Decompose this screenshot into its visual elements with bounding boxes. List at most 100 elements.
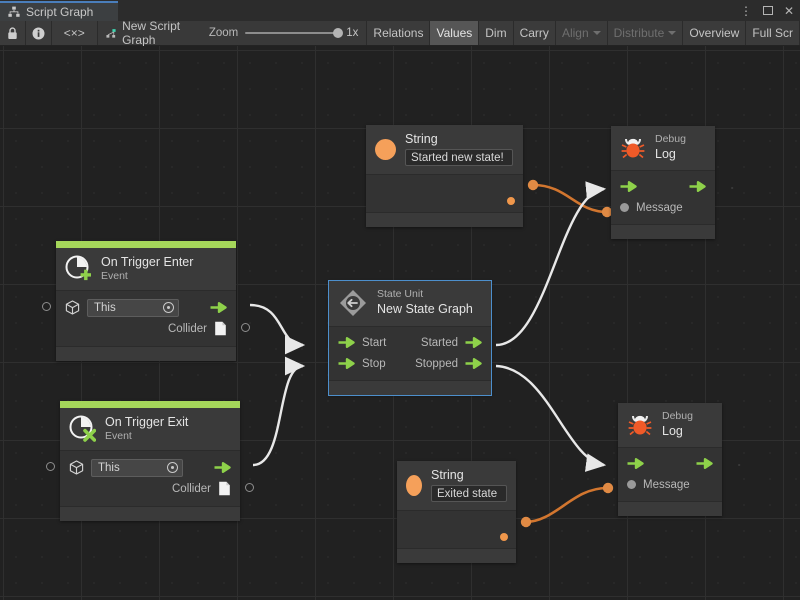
target-dropdown[interactable]: This — [87, 298, 179, 317]
toolbar-item-fullscreen[interactable]: Full Scr — [746, 21, 800, 45]
more-options-icon[interactable]: ⋮ — [739, 3, 752, 18]
object-picker-icon[interactable] — [163, 302, 174, 314]
external-collider-port-enter[interactable] — [241, 323, 250, 332]
toolbar-item-align[interactable]: Align — [555, 21, 608, 45]
toolbar-item-relations[interactable]: Relations — [367, 21, 431, 45]
node-string-bottom[interactable]: String Exited state — [397, 461, 516, 563]
gameobject-cube-icon — [65, 300, 80, 315]
external-flow-port-log-bottom[interactable] — [729, 458, 741, 472]
graph-name-label: New Script Graph — [122, 19, 181, 47]
message-input-port[interactable] — [620, 203, 629, 213]
flow-input-port[interactable] — [620, 181, 637, 193]
string-value-icon — [406, 474, 422, 496]
port-label: Started — [420, 336, 458, 349]
tab-script-graph[interactable]: Script Graph — [0, 1, 118, 21]
graph-canvas[interactable]: String Started new state! Deb — [0, 46, 800, 600]
node-title: New State Graph — [377, 302, 473, 317]
wire-enter-to-state-start — [249, 303, 306, 355]
wire-endpoint — [602, 482, 614, 494]
node-header: Debug Log — [618, 403, 722, 449]
source-code-button[interactable]: <×> — [51, 21, 98, 45]
value-output-port[interactable] — [500, 533, 508, 541]
node-accent-bar — [56, 241, 236, 248]
node-header: String Exited state — [397, 461, 516, 511]
toolbar-item-dim[interactable]: Dim — [479, 21, 514, 45]
toolbar-item-distribute[interactable]: Distribute — [607, 21, 684, 45]
maximize-icon[interactable] — [762, 6, 773, 15]
collider-group[interactable]: Collider — [172, 481, 231, 496]
value-output-port[interactable] — [507, 197, 515, 205]
chevron-down-icon — [592, 31, 601, 35]
zoom-slider-handle[interactable] — [333, 28, 344, 38]
toolbar-item-values[interactable]: Values — [430, 21, 480, 45]
node-footer — [366, 212, 523, 227]
string-value-input[interactable]: Exited state — [431, 485, 507, 502]
node-string-top[interactable]: String Started new state! — [366, 125, 523, 227]
close-icon[interactable]: ✕ — [783, 3, 794, 18]
flow-output-port[interactable] — [214, 462, 231, 474]
info-icon — [32, 27, 45, 39]
graph-name-field[interactable]: New Script Graph — [98, 19, 205, 47]
object-picker-icon[interactable] — [167, 462, 178, 474]
lock-button[interactable] — [0, 21, 26, 45]
node-state-unit[interactable]: State Unit New State Graph Start Started — [328, 280, 492, 396]
wire-endpoint — [601, 206, 613, 218]
target-group[interactable]: This — [69, 458, 183, 477]
started-output-group[interactable]: Started — [421, 337, 482, 349]
node-body — [366, 175, 523, 212]
message-port-group[interactable]: Message — [620, 202, 683, 214]
bug-icon — [621, 138, 645, 158]
wire-string-to-log-bottom — [524, 486, 608, 524]
external-target-port-enter[interactable] — [42, 302, 51, 311]
chevron-down-icon — [668, 31, 677, 35]
flow-output-port[interactable] — [689, 181, 706, 193]
toolbar-item-carry[interactable]: Carry — [513, 21, 556, 45]
flow-output-port[interactable] — [210, 302, 227, 314]
flow-output-port[interactable] — [696, 458, 713, 470]
node-footer — [56, 346, 236, 362]
node-debug-log-bottom[interactable]: Debug Log Message — [618, 403, 722, 517]
node-footer — [329, 380, 491, 395]
script-graph-icon — [106, 28, 116, 38]
zoom-label: Zoom — [208, 27, 239, 39]
start-input-group[interactable]: Start — [338, 337, 386, 349]
event-exit-icon — [69, 415, 96, 442]
collider-group[interactable]: Collider — [168, 321, 227, 336]
toolbar-item-overview[interactable]: Overview — [683, 21, 747, 45]
zoom-control[interactable]: Zoom 1x — [205, 21, 368, 45]
target-dropdown[interactable]: This — [91, 458, 183, 477]
node-footer — [618, 501, 722, 517]
string-value-input[interactable]: Started new state! — [405, 149, 513, 166]
wire-state-stopped-to-log-bottom — [495, 364, 607, 472]
gameobject-cube-icon — [69, 460, 84, 475]
node-body: Message — [611, 171, 715, 225]
flow-output-port[interactable] — [465, 337, 482, 348]
target-row: This — [69, 457, 231, 478]
node-title: On Trigger Exit — [105, 415, 189, 429]
node-on-trigger-exit[interactable]: On Trigger Exit Event This — [60, 401, 240, 522]
node-subtitle: State Unit — [377, 288, 424, 301]
flow-row — [620, 176, 706, 197]
flow-input-port[interactable] — [627, 458, 644, 470]
target-group[interactable]: This — [65, 298, 179, 317]
stopped-output-group[interactable]: Stopped — [415, 358, 482, 370]
target-row: This — [65, 297, 227, 318]
external-target-port-exit[interactable] — [46, 462, 55, 471]
flow-input-port[interactable] — [338, 337, 355, 348]
stop-input-group[interactable]: Stop — [338, 358, 386, 370]
flow-input-port[interactable] — [338, 358, 355, 369]
node-body: This Collider — [56, 291, 236, 347]
node-body: Start Started Stop — [329, 327, 491, 380]
message-input-port[interactable] — [627, 480, 636, 490]
node-on-trigger-enter[interactable]: On Trigger Enter Event This — [56, 241, 236, 362]
info-button[interactable] — [25, 21, 52, 45]
zoom-slider[interactable] — [245, 28, 344, 38]
flow-output-port[interactable] — [465, 358, 482, 369]
message-port-group[interactable]: Message — [627, 479, 690, 491]
port-label: Collider — [168, 322, 207, 335]
node-debug-log-top[interactable]: Debug Log Message — [611, 126, 715, 240]
external-collider-port-exit[interactable] — [245, 483, 254, 492]
port-label: Message — [643, 478, 690, 491]
external-flow-port-log-top[interactable] — [722, 181, 734, 195]
